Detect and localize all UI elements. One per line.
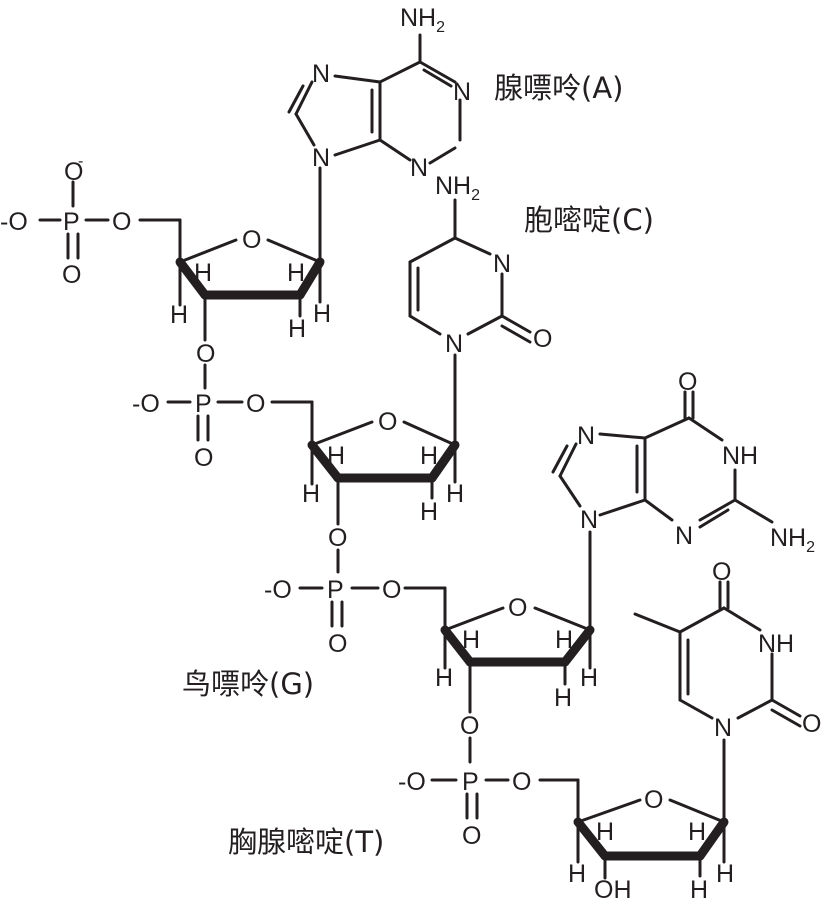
phosphate2-p: P [195,390,212,418]
label-thymine: 胸腺嘧啶(T) [228,825,384,859]
adenine-nh2-label: NH2 [400,4,445,36]
phosphate3-bonds [298,586,447,632]
thymine-nh3: NH [758,630,794,658]
cytosine-n1: N [445,330,463,358]
sugar1-h-1b: H [313,300,331,328]
phosphate4-o-left: -O [398,768,426,796]
sugar2-h-1b: H [446,480,464,508]
sugar2-h-c4: H [327,442,345,470]
phosphate3-o-right: O [382,576,401,604]
sugar3-h-c4: H [462,626,480,654]
phosphate1-p: P [63,208,80,236]
sugar4-h-c4: H [596,818,614,846]
sugar2-ring-o: O [378,408,397,436]
thymine-o4: O [712,558,731,586]
sugar1-ring-o: O [242,226,261,254]
atom-labels: NH2 N N N N - O -O P O O O H H H H H O N… [0,4,821,904]
sugar1-h-2: H [288,315,306,343]
sugar4-ring-o: O [644,786,663,814]
base-name-labels: 腺嘌呤(A) 胞嘧啶(C) 鸟嘌呤(G) 胸腺嘧啶(T) [182,71,654,859]
phosphate3-o-left: -O [264,576,292,604]
sugar1-h-c4: H [194,259,212,287]
phosphate3-o-bottom: O [328,630,347,658]
sugar1-h-c1: H [287,259,305,287]
thymine-o2: O [802,710,821,738]
sugar2-h-3: H [302,480,320,508]
sugar4-h-1b: H [716,860,734,888]
cytosine-o2: O [533,325,552,353]
thymine-n1: N [714,714,732,742]
phosphate4-p: P [462,768,479,796]
phosphate1-o-right: O [112,208,131,236]
sugar1-h-3: H [170,301,188,329]
phosphate1-o-bottom: O [62,261,81,289]
sugar1-o3: O [196,340,215,368]
adenine-base-bonds [287,33,462,264]
sugar2-o3: O [328,524,347,552]
adenine-n7: N [312,60,330,88]
phosphate2-o-left: -O [132,390,160,418]
guanine-base-bonds [551,390,774,632]
guanine-o6: O [678,368,697,396]
sugar4-bonds [573,798,729,880]
phosphate4-bonds [430,778,580,824]
phosphate2-o-right: O [246,390,265,418]
label-guanine: 鸟嘌呤(G) [182,667,314,701]
guanine-nh1: NH [722,442,758,470]
sugar3-h-1b: H [580,664,598,692]
cytosine-base-bonds [408,198,532,447]
guanine-nh2-label: NH2 [770,524,815,556]
phosphate1-o-top: O [64,158,83,186]
adenine-n9: N [312,144,330,172]
sugar2-bonds [307,420,460,574]
sugar2-h-c1: H [420,442,438,470]
sugar1-bonds [138,218,325,342]
phosphate4-o-bottom: O [462,822,481,850]
adenine-n1: N [453,78,471,106]
cytosine-n3: N [493,250,511,278]
phosphate1-o-left: -O [0,208,28,236]
sugar4-h-c1: H [688,818,706,846]
sugar3-h-3: H [435,664,453,692]
sugar2-h-2: H [420,498,438,526]
bond-lines [38,33,802,880]
sugar4-oh: OH [594,876,632,904]
phosphate2-o-bottom: O [194,444,213,472]
adenine-n3: N [410,154,428,182]
phosphate2-bonds [166,400,314,447]
sugar3-h-c1: H [555,626,573,654]
sugar3-bonds [440,606,595,764]
phosphate1-minus: - [78,153,83,170]
phosphate3-p: P [327,576,344,604]
phosphate4-o-right: O [512,768,531,796]
sugar4-h-2: H [690,876,708,904]
sugar4-h-3: H [568,860,586,888]
guanine-n7: N [577,422,595,450]
label-cytosine: 胞嘧啶(C) [524,203,654,237]
label-adenine: 腺嘌呤(A) [494,71,623,105]
guanine-n3: N [675,522,693,550]
cytosine-nh2-label: NH2 [435,172,480,204]
sugar3-h-2: H [554,684,572,712]
phosphate1-bonds [38,180,207,390]
sugar3-o3: O [460,712,479,740]
sugar3-ring-o: O [508,594,527,622]
guanine-n9: N [580,506,598,534]
thymine-base-bonds [633,580,802,824]
